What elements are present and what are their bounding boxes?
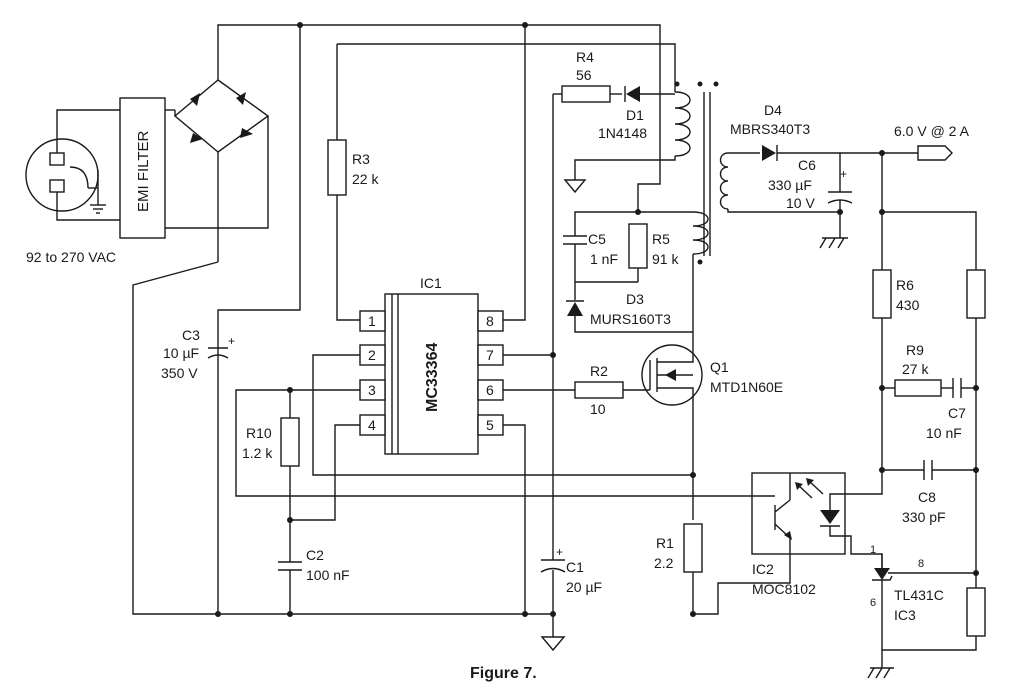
r4-ref: R4 [576, 49, 594, 65]
r10-ref: R10 [246, 425, 272, 441]
r1-ref: R1 [656, 535, 674, 551]
output-terminal [879, 145, 953, 161]
ic3-tl431 [867, 554, 986, 679]
r9-value: 27 k [902, 361, 929, 377]
r5-ref: R5 [652, 231, 670, 247]
capacitor-c8 [879, 460, 979, 480]
emi-filter-label: EMI FILTER [135, 130, 152, 212]
ic1-pin-2: 2 [368, 347, 376, 363]
c1-value: 20 µF [566, 579, 602, 595]
resistor-r9 [879, 378, 979, 398]
ic1-ref: IC1 [420, 275, 442, 291]
ic3-part: TL431C [894, 587, 944, 603]
resistor-r2 [574, 381, 650, 399]
ic3-ref: IC3 [894, 607, 916, 623]
r5-value: 91 k [652, 251, 679, 267]
r2-ref: R2 [590, 363, 608, 379]
input-voltage-label: 92 to 270 VAC [26, 249, 116, 265]
ic3-pin-6: 6 [870, 597, 876, 609]
ic2-part: MOC8102 [752, 581, 816, 597]
ic1-pin-6: 6 [486, 382, 494, 398]
ic2-ref: IC2 [752, 561, 774, 577]
c5-ref: C5 [588, 231, 606, 247]
r2-value: 10 [590, 401, 606, 417]
c1-ref: C1 [566, 559, 584, 575]
ic1-pin-1: 1 [368, 313, 376, 329]
ic1-pin-4: 4 [368, 417, 376, 433]
c3-ref: C3 [182, 327, 200, 343]
r9-ref: R9 [906, 342, 924, 358]
c7-ref: C7 [948, 405, 966, 421]
r4-value: 56 [576, 67, 592, 83]
ic3-pin-1: 1 [870, 544, 876, 556]
capacitor-c3: + [207, 334, 235, 359]
c6-voltage: 10 V [786, 195, 815, 211]
c3-value: 10 µF [163, 345, 199, 361]
r6-ref: R6 [896, 277, 914, 293]
r1-value: 2.2 [654, 555, 674, 571]
c6-value: 330 µF [768, 177, 812, 193]
d4-ref: D4 [764, 102, 782, 118]
ac-plug [25, 109, 120, 221]
ic1-pin-5: 5 [486, 417, 494, 433]
q1-part: MTD1N60E [710, 379, 783, 395]
c8-ref: C8 [918, 489, 936, 505]
svg-text:+: + [840, 167, 847, 181]
aux-winding [563, 81, 691, 194]
c8-value: 330 pF [902, 509, 946, 525]
c6-ref: C6 [798, 157, 816, 173]
svg-text:+: + [556, 545, 563, 559]
bridge-rectifier [173, 24, 661, 262]
ic3-pin-8: 8 [918, 558, 924, 570]
q1-ref: Q1 [710, 359, 729, 375]
secondary-winding [719, 152, 840, 213]
r10-value: 1.2 k [242, 445, 273, 461]
resistor-r4 [553, 85, 622, 103]
resistor-r1 [683, 523, 791, 617]
capacitor-c6: + [819, 153, 853, 249]
r3-value: 22 k [352, 171, 379, 187]
c3-voltage: 350 V [161, 365, 198, 381]
resistor-r3 [327, 43, 676, 321]
diode-d1 [624, 86, 675, 102]
ic2-optocoupler [751, 470, 883, 568]
svg-text:+: + [228, 334, 235, 348]
output-label: 6.0 V @ 2 A [894, 123, 970, 139]
r6-value: 430 [896, 297, 920, 313]
resistor-r6 [872, 269, 892, 470]
d1-value: 1N4148 [598, 125, 647, 141]
d3-value: MURS160T3 [590, 311, 671, 327]
mosfet-q1 [641, 344, 703, 520]
capacitor-c1: + [540, 545, 566, 652]
ic1-part: MC33364 [424, 343, 441, 412]
d3-ref: D3 [626, 291, 644, 307]
snubber [563, 211, 693, 333]
d4-value: MBRS340T3 [730, 121, 810, 137]
c2-value: 100 nF [306, 567, 350, 583]
primary-winding [635, 58, 709, 350]
diode-d4 [762, 145, 882, 161]
c5-value: 1 nF [590, 251, 618, 267]
transformer-core [697, 81, 719, 265]
r3-ref: R3 [352, 151, 370, 167]
ic1-mc33364: MC33364 [359, 293, 504, 455]
resistor-r10 [280, 387, 300, 562]
c2-ref: C2 [306, 547, 324, 563]
resistor-upper-right [966, 269, 986, 568]
ic1-pin-3: 3 [368, 382, 376, 398]
d1-ref: D1 [626, 107, 644, 123]
c7-value: 10 nF [926, 425, 962, 441]
ic1-pin-8: 8 [486, 313, 494, 329]
emi-filter: EMI FILTER [119, 97, 269, 239]
figure-caption: Figure 7. [470, 665, 537, 682]
ic1-pin-7: 7 [486, 347, 494, 363]
capacitor-c2 [278, 561, 302, 614]
